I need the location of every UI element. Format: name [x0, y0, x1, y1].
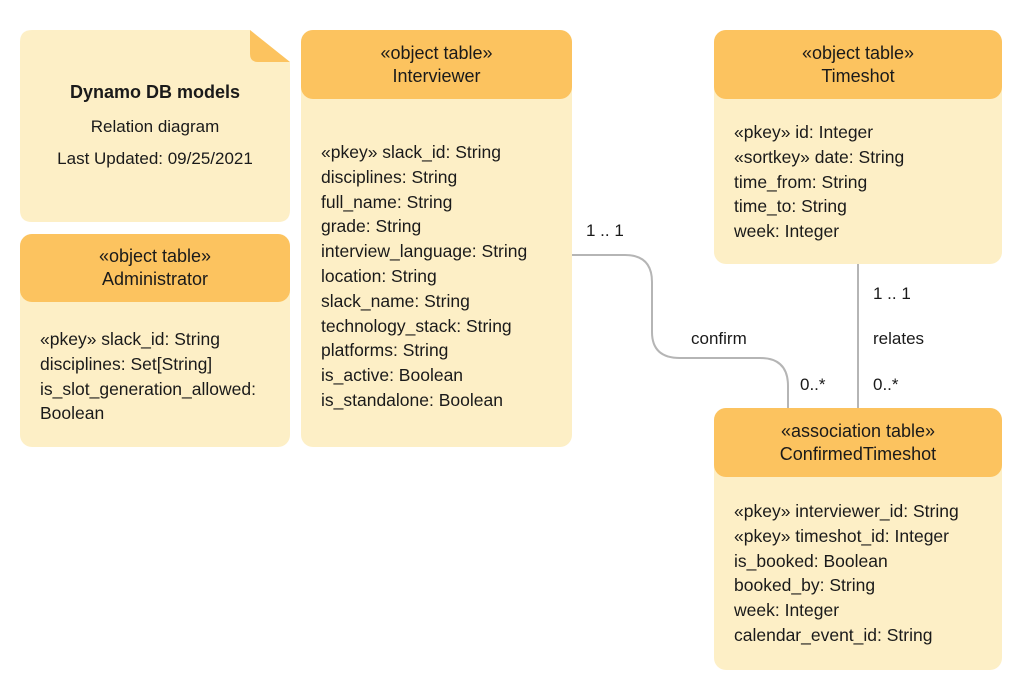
field: «pkey» slack_id: String	[40, 329, 220, 349]
field: slack_name: String	[321, 290, 470, 311]
field: disciplines: String	[321, 166, 458, 187]
field: week: Integer	[734, 221, 840, 242]
confirm-connector	[572, 254, 789, 408]
note-subtitle: Relation diagram	[90, 117, 220, 136]
administrator-stereotype: «object table»	[98, 246, 212, 266]
field: is_standalone: Boolean	[321, 389, 503, 410]
timeshot-fields: «pkey» id: Integer «sortkey» date: Strin…	[734, 120, 994, 244]
field: calendar_event_id: String	[734, 624, 933, 645]
field: full_name: String	[321, 191, 453, 212]
field: is_booked: Boolean	[734, 550, 888, 571]
note-title: Dynamo DB models	[69, 82, 241, 102]
timeshot-name: Timeshot	[821, 65, 895, 86]
relates-to-multiplicity: 0..*	[873, 375, 899, 394]
field: platforms: String	[321, 340, 449, 361]
field: «pkey» id: Integer	[734, 122, 874, 142]
confirmed-timeshot-fields: «pkey» interviewer_id: String «pkey» tim…	[734, 499, 994, 648]
confirmed-timeshot-header: «association table» ConfirmedTimeshot	[714, 408, 1002, 477]
confirmed-timeshot-stereotype: «association table»	[780, 420, 936, 441]
confirmed-timeshot-table: «association table» ConfirmedTimeshot «p…	[714, 408, 1002, 670]
field: interview_language: String	[321, 241, 528, 262]
field: grade: String	[321, 216, 422, 237]
field: is_active: Boolean	[321, 365, 464, 386]
field: time_from: String	[734, 171, 868, 192]
relates-label: relates	[873, 329, 925, 348]
confirm-to-multiplicity: 0..*	[800, 375, 826, 394]
interviewer-header: «object table» Interviewer	[301, 30, 572, 99]
note-updated: Last Updated: 09/25/2021	[57, 149, 253, 168]
confirm-from-multiplicity: 1 .. 1	[586, 221, 624, 240]
administrator-name: Administrator	[101, 269, 209, 289]
interviewer-fields: «pkey» slack_id: String disciplines: Str…	[321, 140, 564, 413]
field: is_slot_generation_allowed:	[40, 378, 256, 399]
interviewer-name: Interviewer	[392, 65, 481, 86]
timeshot-table: «object table» Timeshot «pkey» id: Integ…	[714, 30, 1002, 264]
field: time_to: String	[734, 196, 847, 217]
relates-from-multiplicity: 1 .. 1	[873, 284, 911, 303]
field: location: String	[321, 265, 437, 286]
note-shape	[20, 30, 290, 222]
confirm-label: confirm	[691, 329, 747, 348]
field: booked_by: String	[734, 575, 876, 596]
field: «sortkey» date: String	[734, 146, 905, 167]
field: «pkey» slack_id: String	[321, 142, 501, 162]
interviewer-stereotype: «object table»	[380, 42, 493, 63]
field: Boolean	[40, 403, 105, 424]
field: «pkey» interviewer_id: String	[734, 501, 959, 521]
timeshot-header: «object table» Timeshot	[714, 30, 1002, 99]
field: technology_stack: String	[321, 315, 512, 336]
field: disciplines: Set[String]	[40, 353, 213, 374]
administrator-header: «object table» Administrator	[20, 234, 290, 302]
field: week: Integer	[734, 600, 840, 621]
interviewer-table: «object table» Interviewer «pkey» slack_…	[301, 30, 572, 447]
field: «pkey» timeshot_id: Integer	[734, 525, 949, 546]
administrator-table: «object table» Administrator «pkey» slac…	[20, 234, 290, 447]
administrator-fields: «pkey» slack_id: String disciplines: Set…	[40, 327, 282, 426]
confirmed-timeshot-name: ConfirmedTimeshot	[779, 443, 937, 464]
timeshot-stereotype: «object table»	[801, 42, 915, 63]
